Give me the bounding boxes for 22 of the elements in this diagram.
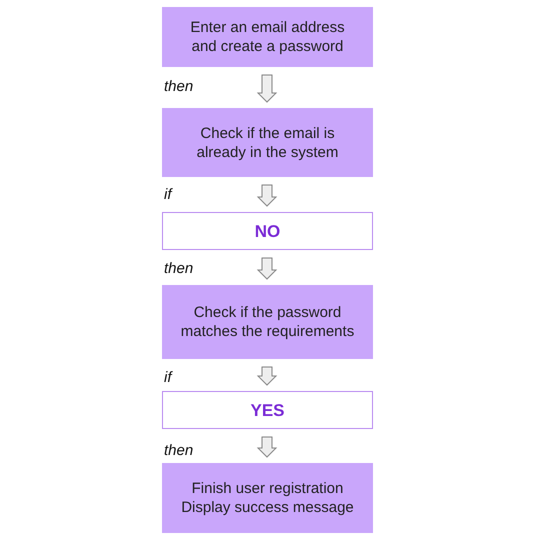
box-text: Enter an email address and create a password: [189, 18, 346, 56]
process-box: [162, 463, 373, 533]
condition-label: if: [164, 186, 172, 203]
condition-label: then: [164, 260, 194, 277]
box-text: Check if the password matches the requirements: [180, 303, 356, 341]
box-text: Finish user registration Display success message: [180, 479, 355, 517]
block-arrow: [256, 184, 278, 207]
condition-label: then: [164, 78, 194, 95]
block-arrow: [256, 258, 278, 280]
process-box: [162, 285, 373, 359]
block-arrow: [256, 366, 278, 386]
box-text: NO: [254, 222, 282, 240]
process-box: [162, 7, 373, 67]
condition-label: then: [164, 442, 194, 459]
condition-label: if: [164, 369, 172, 386]
box-text: Check if the email is already in the system: [196, 124, 340, 162]
box-text: YES: [249, 400, 286, 420]
block-arrow: [256, 74, 278, 103]
process-box: [162, 108, 373, 177]
answer-box: [162, 212, 373, 250]
block-arrow: [256, 436, 278, 458]
answer-box: [162, 391, 373, 429]
